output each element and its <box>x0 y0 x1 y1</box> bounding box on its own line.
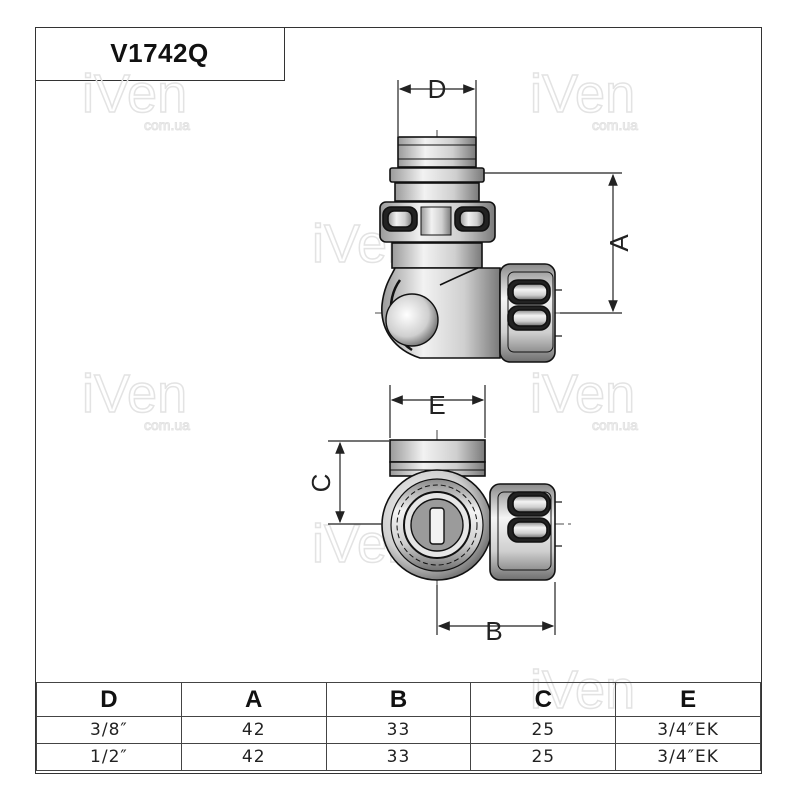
header-d: D <box>36 682 182 717</box>
dimension-e-label: E <box>428 390 445 420</box>
dimension-e <box>389 385 486 438</box>
watermark-brand: iVen <box>530 64 635 124</box>
dimension-d <box>397 80 477 136</box>
table-row: 3/8″ 42 33 25 3/4″EK <box>36 716 761 744</box>
cell-c: 25 <box>470 716 617 744</box>
title-box: V1742Q <box>35 27 285 81</box>
dimension-b-label: B <box>485 616 502 646</box>
header-c: C <box>470 682 617 717</box>
product-code: V1742Q <box>110 38 209 68</box>
table-header-row: D A B C E <box>36 682 761 717</box>
cell-d: 1/2″ <box>36 743 182 771</box>
table-row: 1/2″ 42 33 25 3/4″EK <box>36 743 761 771</box>
dimension-a-label: A <box>604 234 634 252</box>
cell-a: 42 <box>180 743 327 771</box>
cell-e: 3/4″EK <box>615 716 761 744</box>
watermark-domain: com.ua <box>592 117 638 133</box>
header-a: A <box>180 682 327 717</box>
dimension-a <box>484 172 622 314</box>
watermark-brand: iVen <box>82 64 187 124</box>
header-e: E <box>615 682 761 717</box>
dimension-d-label: D <box>428 74 447 104</box>
cell-e: 3/4″EK <box>615 743 761 771</box>
dimension-c-label: C <box>306 474 336 493</box>
dimension-b <box>436 582 556 635</box>
watermark-domain: com.ua <box>144 417 190 433</box>
watermark-brand: iVen <box>82 364 187 424</box>
watermark-domain: com.ua <box>144 117 190 133</box>
valve-side-view <box>375 130 575 363</box>
drawing-frame <box>35 27 762 774</box>
cell-a: 42 <box>180 716 327 744</box>
header-b: B <box>325 682 472 717</box>
dimension-c <box>328 440 389 525</box>
cell-b: 33 <box>325 743 472 771</box>
watermark-domain: com.ua <box>592 417 638 433</box>
cell-b: 33 <box>325 716 472 744</box>
cell-d: 3/8″ <box>36 716 182 744</box>
cell-c: 25 <box>470 743 617 771</box>
valve-front-view <box>375 430 575 615</box>
watermark-brand: iVen <box>530 364 635 424</box>
dimension-table: D A B C E 3/8″ 42 33 25 3/4″EK 1/2″ 42 3… <box>36 682 761 771</box>
